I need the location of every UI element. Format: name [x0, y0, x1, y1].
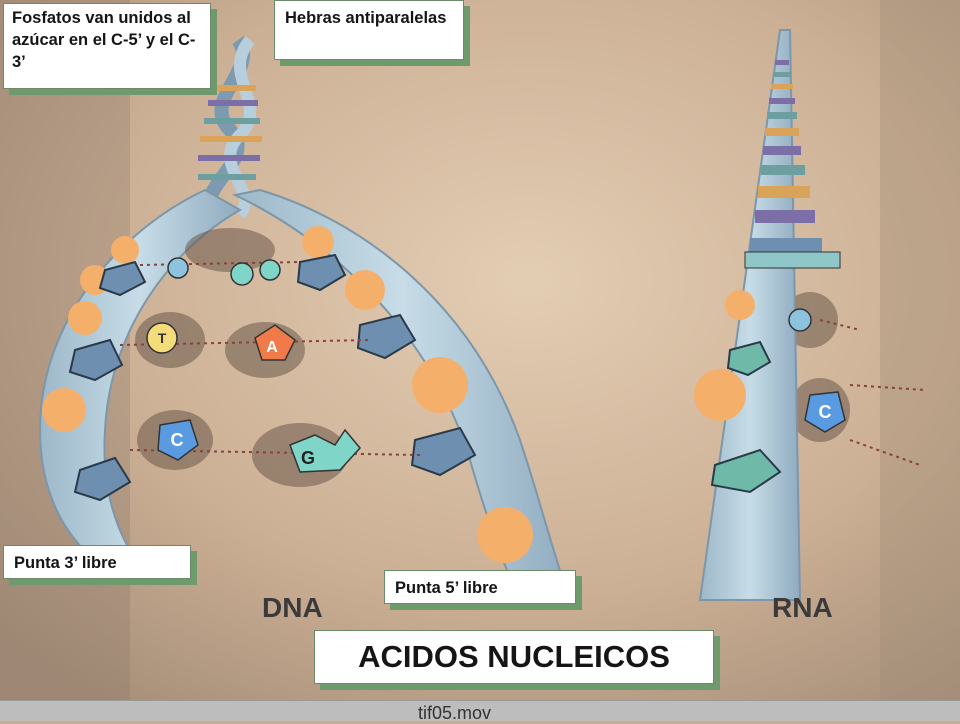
rna-base-c-label: C	[819, 402, 832, 422]
antiparallel-strands-callout: Hebras antiparalelas	[274, 0, 464, 60]
bottom-bar	[0, 700, 960, 721]
base-a-label: A	[266, 339, 278, 356]
title-callout: ACIDOS NUCLEICOS	[314, 630, 714, 684]
free-3-end-callout: Punta 3’ libre	[3, 545, 191, 579]
thymine-base	[146, 322, 178, 354]
right-phosphate-groups	[302, 226, 533, 563]
base-pairs: T A C G	[119, 257, 421, 473]
guanine-base	[289, 428, 361, 473]
phosphate-linkage-callout: Fosfatos van unidos al azúcar en el C-5’…	[3, 3, 211, 89]
background-right-shade	[880, 0, 960, 700]
left-sugar-rings	[68, 260, 147, 502]
right-sugar-rings	[296, 253, 477, 477]
page-title: ACIDOS NUCLEICOS	[358, 639, 670, 674]
free-3-end-text: Punta 3’ libre	[14, 554, 117, 572]
adenine-base	[254, 324, 296, 361]
dna-helix-top	[198, 35, 262, 220]
free-5-end-callout: Punta 5’ libre	[384, 570, 576, 604]
dna-label: DNA	[262, 592, 323, 623]
antiparallel-strands-text: Hebras antiparalelas	[285, 9, 447, 27]
phosphate-linkage-text: Fosfatos van unidos al azúcar en el C-5’…	[12, 9, 196, 71]
base-c-label: C	[171, 430, 184, 450]
base-t-label: T	[158, 330, 167, 346]
rna-label: RNA	[772, 592, 833, 623]
rna-strand: C	[694, 29, 926, 601]
cytosine-base	[157, 419, 199, 461]
file-name-label: tif05.mov	[418, 703, 492, 723]
free-5-end-text: Punta 5’ libre	[395, 579, 498, 597]
rna-cytosine-base	[804, 391, 846, 433]
base-g-label: G	[301, 448, 315, 468]
left-phosphate-groups	[42, 236, 139, 432]
